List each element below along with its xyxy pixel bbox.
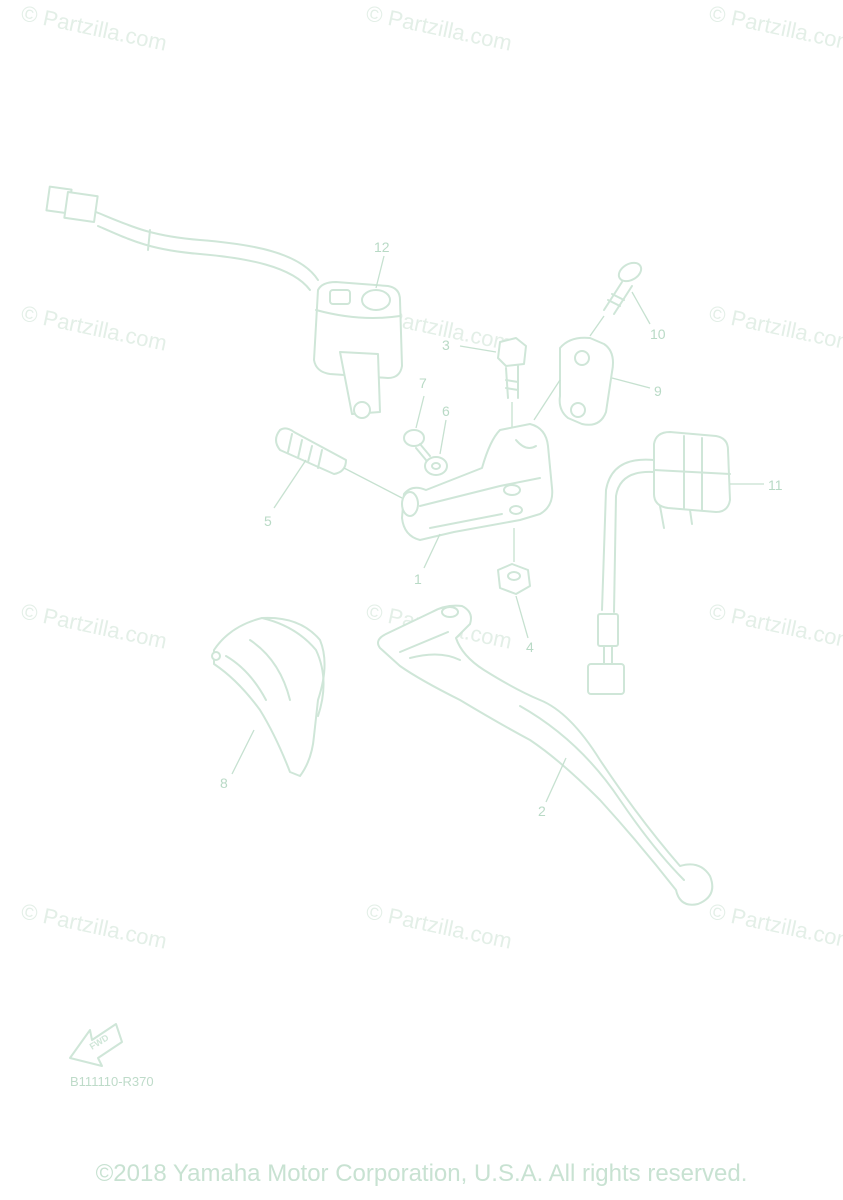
callout-5: 5 bbox=[264, 513, 272, 529]
callout-12: 12 bbox=[374, 239, 390, 255]
watermark-12: © Partzilla.com bbox=[707, 898, 843, 953]
part-2-lever bbox=[377, 604, 714, 906]
callout-7: 7 bbox=[419, 375, 427, 391]
callout-2: 2 bbox=[538, 803, 546, 819]
callout-8: 8 bbox=[220, 775, 228, 791]
part-10-bolt bbox=[589, 261, 651, 337]
diagram-code: B111110-R370 bbox=[70, 1074, 154, 1089]
watermark-9: © Partzilla.com bbox=[707, 598, 843, 653]
watermark-6: © Partzilla.com bbox=[707, 300, 843, 355]
part-9-clamp bbox=[533, 336, 651, 426]
watermark-4: © Partzilla.com bbox=[19, 300, 169, 355]
watermark-10: © Partzilla.com bbox=[19, 898, 169, 953]
part-4-nut bbox=[497, 563, 531, 639]
callout-4: 4 bbox=[526, 639, 534, 655]
part-11-switch bbox=[587, 431, 764, 695]
watermark-11: © Partzilla.com bbox=[364, 898, 514, 953]
watermark-3: © Partzilla.com bbox=[707, 0, 843, 55]
callout-10: 10 bbox=[650, 326, 666, 342]
callout-3: 3 bbox=[442, 337, 450, 353]
copyright-notice: ©2018 Yamaha Motor Corporation, U.S.A. A… bbox=[95, 1160, 748, 1187]
fwd-arrow: FWD bbox=[69, 1023, 123, 1067]
callouts: 12 10 3 7 9 6 11 5 1 4 8 2 bbox=[220, 239, 783, 819]
part-12-handlebar-switch bbox=[45, 185, 403, 419]
part-5-pin bbox=[273, 427, 403, 509]
watermark-2: © Partzilla.com bbox=[364, 0, 514, 55]
watermark-7: © Partzilla.com bbox=[19, 598, 169, 653]
callout-6: 6 bbox=[442, 403, 450, 419]
callout-11: 11 bbox=[768, 477, 783, 493]
part-1-bracket bbox=[401, 423, 554, 569]
part-8-cover bbox=[211, 616, 326, 777]
callout-9: 9 bbox=[654, 383, 662, 399]
callout-1: 1 bbox=[414, 571, 422, 587]
part-6-nut bbox=[424, 419, 448, 476]
part-7-small-bolt bbox=[403, 395, 431, 461]
watermark-1: © Partzilla.com bbox=[19, 0, 169, 55]
